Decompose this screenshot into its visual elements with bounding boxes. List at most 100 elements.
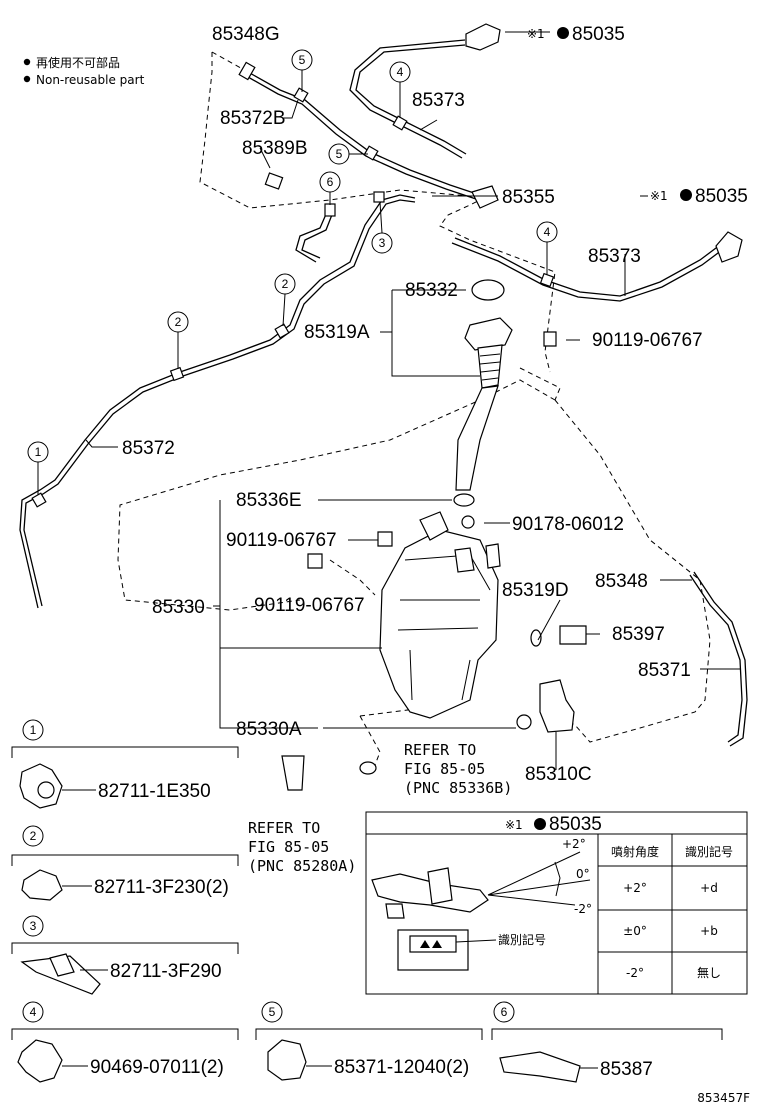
label-90119-c: 90119-06767 xyxy=(254,595,365,616)
label-85371: 85371 xyxy=(638,660,691,681)
spray-angle-table: 噴射角度 識別記号 +2° +d ±0° +b -2° 無し xyxy=(597,834,747,994)
clip-section-2: 2 82711-3F230(2) xyxy=(11,825,239,901)
refer-note-1: REFER TO FIG 85-05 (PNC 85336B) xyxy=(404,741,512,797)
svg-text:6: 6 xyxy=(501,1005,508,1019)
hose-85373-right xyxy=(454,237,721,297)
svg-text:5: 5 xyxy=(336,147,343,161)
legend-en: Non-reusable part xyxy=(36,73,145,87)
table-cell: +b xyxy=(700,924,718,938)
label-85389B: 85389B xyxy=(242,138,308,159)
table-cell: -2° xyxy=(626,966,644,980)
svg-text:4: 4 xyxy=(544,225,551,239)
table-cell: 無し xyxy=(697,965,721,980)
clip-section-5: 5 85371-12040(2) xyxy=(255,1001,483,1081)
detail-note-mark: ※1 xyxy=(505,818,523,832)
label-85319A: 85319A xyxy=(304,322,370,343)
callout-1: 1 xyxy=(27,441,49,495)
hose-85372 xyxy=(19,194,416,609)
label-85330A: 85330A xyxy=(236,719,302,740)
table-cell: ±0° xyxy=(623,924,647,938)
clip-icon xyxy=(17,1039,63,1083)
angle-minus: -2° xyxy=(574,902,592,916)
figure-code: 853457F xyxy=(697,1091,750,1105)
legend-bullet-icon xyxy=(23,75,31,83)
leader-lines xyxy=(85,31,740,770)
clip-icon xyxy=(499,1051,581,1083)
svg-text:(PNC 85280A): (PNC 85280A) xyxy=(248,857,356,875)
detail-title: 85035 xyxy=(549,814,602,835)
washer-tank xyxy=(281,279,587,791)
note-mark: ※1 xyxy=(650,189,668,203)
svg-text:4: 4 xyxy=(397,65,404,79)
nozzle-85035-right xyxy=(715,231,743,263)
svg-text:2: 2 xyxy=(30,829,37,843)
note-mark: ※1 xyxy=(527,27,545,41)
part-labels: 85348G 85372B 85389B 85373 85355 ※1 8503… xyxy=(122,24,748,785)
label-90178: 90178-06012 xyxy=(512,514,624,535)
label-85372: 85372 xyxy=(122,438,175,459)
clip-section-4: 4 90469-07011(2) xyxy=(11,1001,239,1083)
label-85348: 85348 xyxy=(595,571,648,592)
table-header: 識別記号 xyxy=(685,844,733,859)
hose-85373-top xyxy=(349,39,466,159)
callout-2-right: 2 xyxy=(274,273,296,327)
hoses xyxy=(19,39,748,747)
hose-85372B xyxy=(247,71,481,196)
clip-section-3: 3 82711-3F290 xyxy=(11,915,239,995)
svg-text:1: 1 xyxy=(30,723,37,737)
table-cell: +d xyxy=(700,881,718,895)
clip-3-number: 82711-3F290 xyxy=(110,961,222,982)
clip-4-number: 90469-07011(2) xyxy=(90,1057,224,1078)
label-85330: 85330 xyxy=(152,597,205,618)
label-85035-top: 85035 xyxy=(572,24,625,45)
angle-zero: 0° xyxy=(576,867,590,881)
svg-text:3: 3 xyxy=(379,236,386,250)
label-85336E: 85336E xyxy=(236,490,302,511)
svg-text:3: 3 xyxy=(30,919,37,933)
id-label: 識別記号 xyxy=(498,932,546,947)
table-cell: +2° xyxy=(623,881,647,895)
label-85332: 85332 xyxy=(405,280,458,301)
callout-5-top: 5 xyxy=(291,49,313,92)
non-reusable-icon xyxy=(534,818,546,830)
label-85310C: 85310C xyxy=(525,764,592,785)
non-reusable-icon xyxy=(557,27,569,39)
refer-note-2: REFER TO FIG 85-05 (PNC 85280A) xyxy=(248,819,356,875)
tank-body xyxy=(379,529,499,719)
svg-text:REFER TO: REFER TO xyxy=(248,819,320,837)
label-85355: 85355 xyxy=(502,187,555,208)
svg-text:5: 5 xyxy=(269,1005,276,1019)
svg-text:2: 2 xyxy=(282,277,289,291)
legend: 再使用不可部品 Non-reusable part xyxy=(23,55,145,87)
callout-2-left: 2 xyxy=(167,311,189,369)
label-85372B: 85372B xyxy=(220,108,286,129)
callout-6: 6 xyxy=(319,171,341,205)
callout-4-top: 4 xyxy=(389,61,411,118)
label-85373-top: 85373 xyxy=(412,90,465,111)
callouts: 5 4 5 6 3 4 2 xyxy=(27,49,558,495)
clip-1-number: 82711-1E350 xyxy=(98,781,211,802)
callout-3: 3 xyxy=(371,201,393,254)
non-reusable-icon xyxy=(680,189,692,201)
legend-jp: 再使用不可部品 xyxy=(36,55,120,70)
label-90119-b: 90119-06767 xyxy=(226,530,337,551)
angle-plus: +2° xyxy=(562,837,586,851)
filler-cap xyxy=(471,279,505,301)
svg-text:FIG 85-05: FIG 85-05 xyxy=(404,760,485,778)
table-header: 噴射角度 xyxy=(611,844,659,859)
label-85373-right: 85373 xyxy=(588,246,641,267)
hose-clips xyxy=(31,23,743,508)
svg-text:6: 6 xyxy=(327,175,334,189)
clip-2-number: 82711-3F230(2) xyxy=(94,877,229,898)
label-85319D: 85319D xyxy=(502,580,569,601)
clip-icon xyxy=(267,1039,307,1081)
label-90119-a: 90119-06767 xyxy=(592,330,703,351)
svg-text:5: 5 xyxy=(299,53,306,67)
svg-text:1: 1 xyxy=(35,445,42,459)
callout-5-mid: 5 xyxy=(328,143,368,165)
hose-85371 xyxy=(689,574,743,743)
clip-section-1: 1 82711-1E350 xyxy=(11,719,239,809)
svg-text:FIG 85-05: FIG 85-05 xyxy=(248,838,329,856)
detail-85035: ※1 85035 +2° 0° -2° 識別記号 噴射角度 識別記号 +2° +… xyxy=(365,811,748,995)
